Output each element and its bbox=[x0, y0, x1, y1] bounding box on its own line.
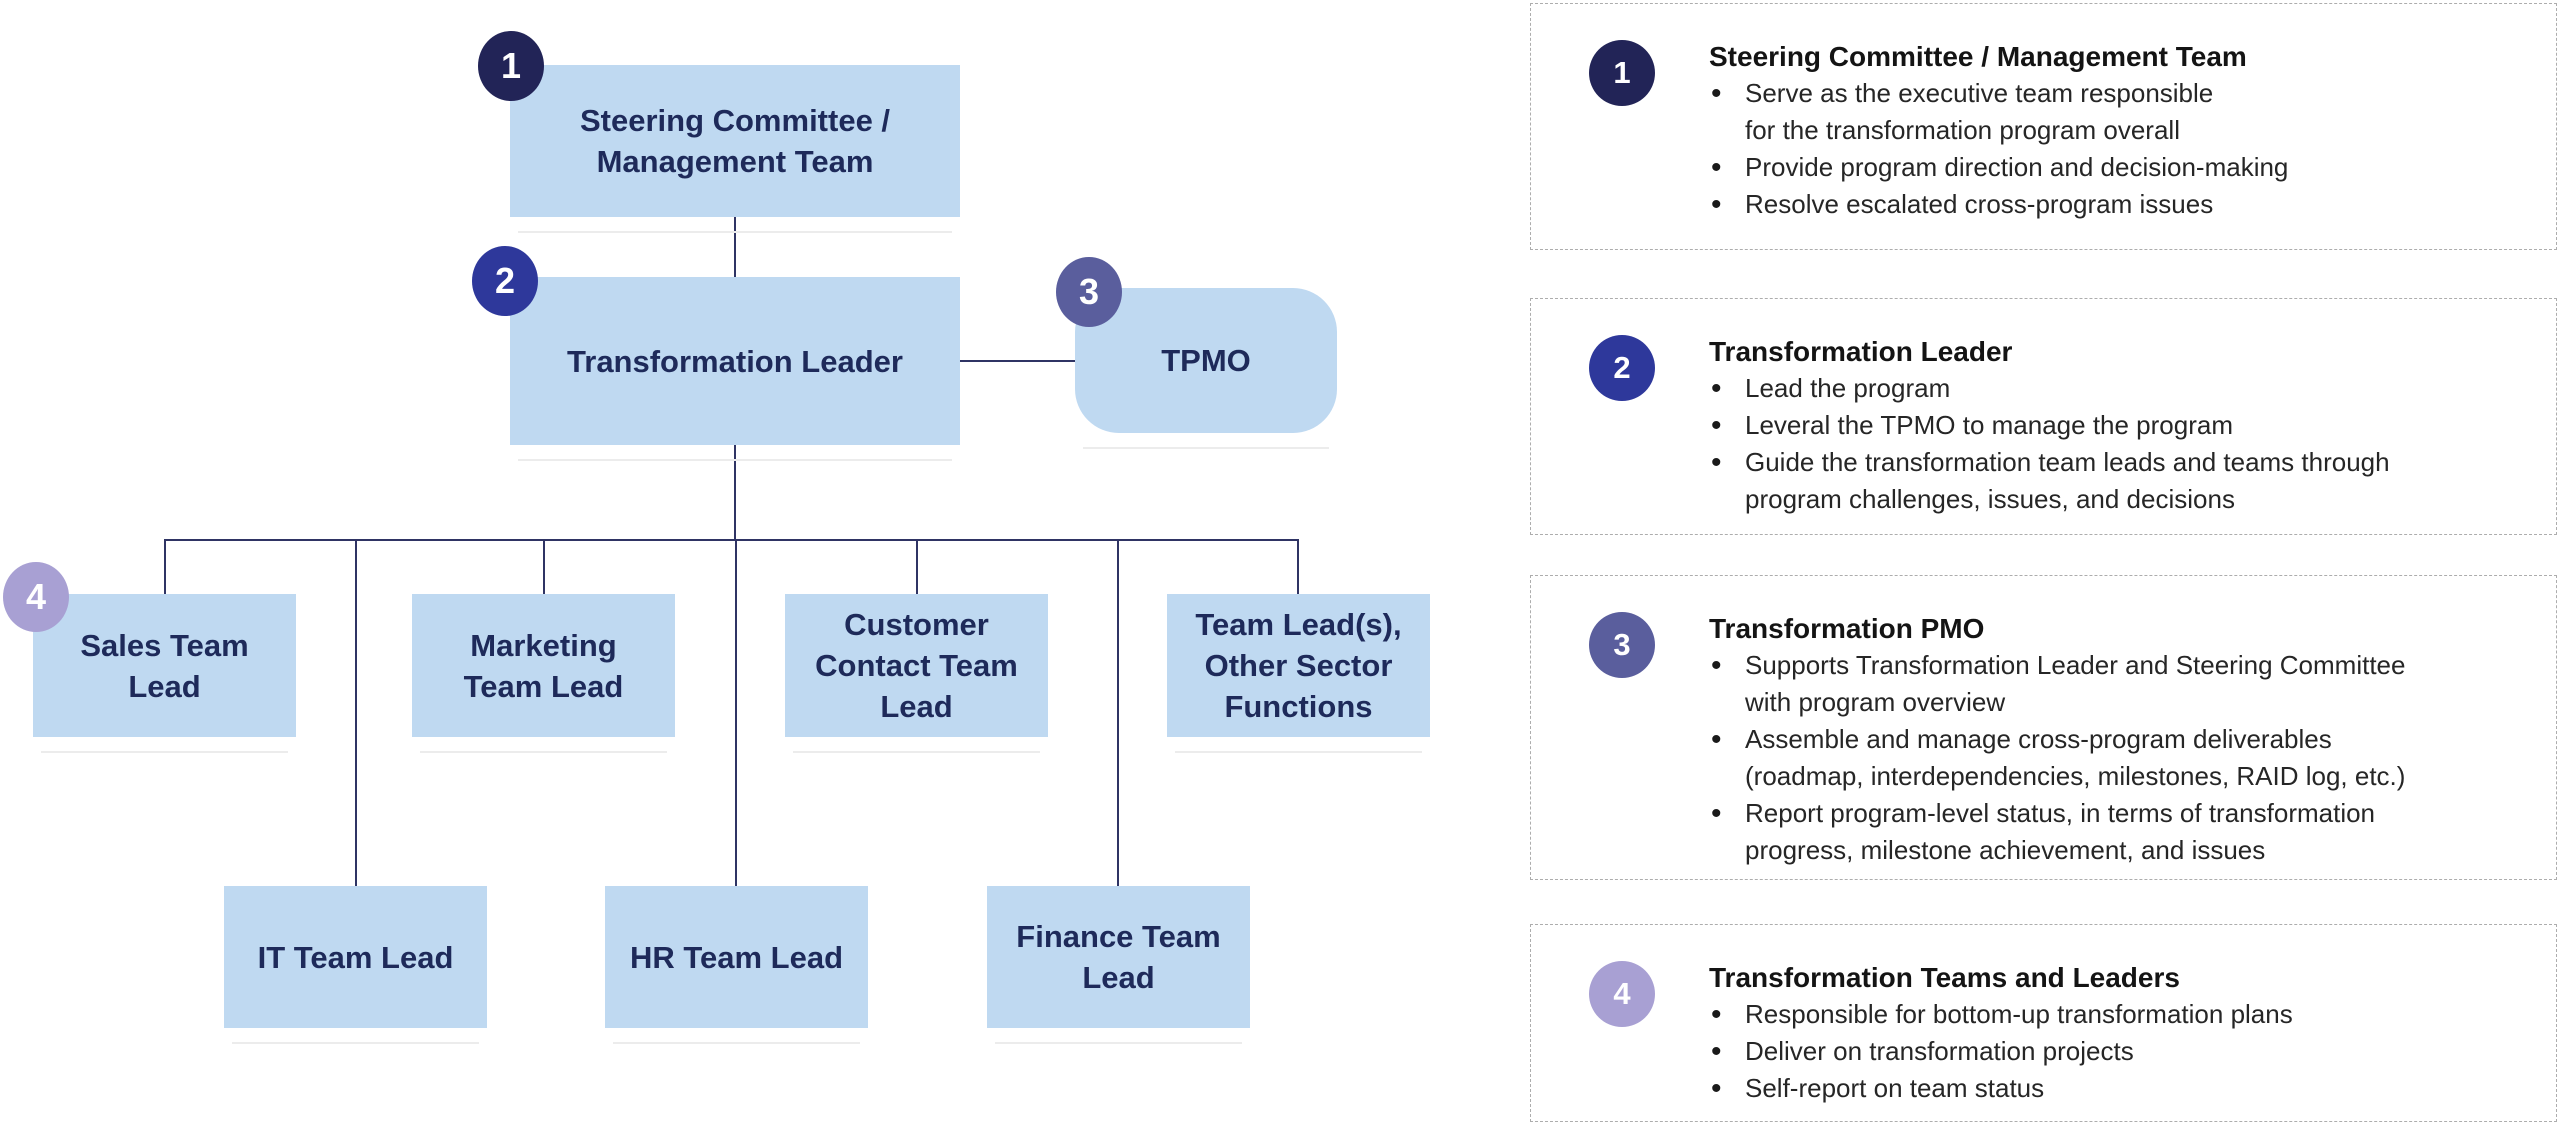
legend-bullet: Deliver on transformation projects bbox=[1709, 1033, 2293, 1070]
connector-drop-marketing bbox=[543, 539, 545, 595]
node-steering-committee: Steering Committee / Management Team bbox=[510, 65, 960, 233]
node-hr-team-lead-label: HR Team Lead bbox=[629, 939, 844, 975]
diagram-badge-1: 1 bbox=[478, 31, 544, 101]
legend-bullet: Supports Transformation Leader and Steer… bbox=[1709, 647, 2405, 721]
legend-bullet: Guide the transformation team leads and … bbox=[1709, 444, 2390, 518]
connector-leader-to-tpmo bbox=[960, 360, 1075, 362]
legend-bullet: Leveral the TPMO to manage the program bbox=[1709, 407, 2390, 444]
legend-badge-3: 3 bbox=[1589, 612, 1655, 678]
legend-bullet: Self-report on team status bbox=[1709, 1070, 2293, 1107]
legend-bullet: Assemble and manage cross-program delive… bbox=[1709, 721, 2405, 795]
legend-card-transformation-pmo: 3 Transformation PMO Supports Transforma… bbox=[1530, 575, 2557, 880]
node-it-team-lead-label: IT Team Lead bbox=[257, 939, 454, 975]
legend-card-title: Transformation Leader bbox=[1709, 336, 2013, 367]
connector-leader-to-bus bbox=[734, 445, 736, 540]
connector-drop-it bbox=[355, 539, 357, 887]
node-hr-team-lead: HR Team Lead bbox=[605, 886, 868, 1044]
connector-drop-customer bbox=[916, 539, 918, 595]
legend-card-body: Transformation Teams and Leaders Respons… bbox=[1709, 959, 2293, 1107]
node-tpmo: TPMO bbox=[1075, 288, 1337, 449]
connector-drop-other bbox=[1297, 539, 1299, 595]
connector-drop-finance bbox=[1117, 539, 1119, 887]
node-finance-team-lead-label: Finance Team Lead bbox=[1016, 919, 1221, 995]
legend-bullet: Serve as the executive team responsible … bbox=[1709, 75, 2288, 149]
legend-card-body: Transformation PMO Supports Transformati… bbox=[1709, 610, 2405, 869]
legend-bullet-list: Serve as the executive team responsible … bbox=[1709, 75, 2288, 223]
node-steering-committee-label: Steering Committee / Management Team bbox=[579, 103, 891, 179]
legend-badge-4: 4 bbox=[1589, 961, 1655, 1027]
node-finance-team-lead: Finance Team Lead bbox=[987, 886, 1250, 1044]
connector-bus bbox=[164, 539, 1299, 541]
legend-card-title: Transformation PMO bbox=[1709, 613, 1985, 644]
legend-card-body: Transformation Leader Lead the program L… bbox=[1709, 333, 2390, 518]
node-other-sector-team-leads-label: Team Lead(s), Other Sector Functions bbox=[1195, 607, 1402, 724]
legend-bullet: Report program-level status, in terms of… bbox=[1709, 795, 2405, 869]
node-transformation-leader-label: Transformation Leader bbox=[567, 343, 903, 379]
legend-badge-2: 2 bbox=[1589, 335, 1655, 401]
node-sales-team-lead: Sales Team Lead bbox=[33, 594, 296, 753]
diagram-badge-3: 3 bbox=[1056, 257, 1122, 327]
node-it-team-lead: IT Team Lead bbox=[224, 886, 487, 1044]
node-customer-contact-team-lead: Customer Contact Team Lead bbox=[785, 594, 1048, 753]
legend-bullet: Resolve escalated cross-program issues bbox=[1709, 186, 2288, 223]
diagram-badge-2: 2 bbox=[472, 246, 538, 316]
connector-steering-to-leader bbox=[734, 217, 736, 277]
node-other-sector-team-leads: Team Lead(s), Other Sector Functions bbox=[1167, 594, 1430, 753]
legend-card-body: Steering Committee / Management Team Ser… bbox=[1709, 38, 2288, 223]
connector-drop-hr bbox=[735, 539, 737, 887]
node-marketing-team-lead-label: Marketing Team Lead bbox=[463, 627, 624, 704]
node-customer-contact-team-lead-label: Customer Contact Team Lead bbox=[815, 607, 1018, 724]
node-sales-team-lead-label: Sales Team Lead bbox=[80, 627, 249, 704]
legend-bullet-list: Supports Transformation Leader and Steer… bbox=[1709, 647, 2405, 869]
node-marketing-team-lead: Marketing Team Lead bbox=[412, 594, 675, 753]
legend-bullet: Responsible for bottom-up transformation… bbox=[1709, 996, 2293, 1033]
legend-bullet-list: Lead the program Leveral the TPMO to man… bbox=[1709, 370, 2390, 518]
node-tpmo-label: TPMO bbox=[1161, 343, 1251, 378]
connector-drop-sales bbox=[164, 539, 166, 595]
legend-card-transformation-leader: 2 Transformation Leader Lead the program… bbox=[1530, 298, 2557, 535]
legend-card-transformation-teams: 4 Transformation Teams and Leaders Respo… bbox=[1530, 924, 2557, 1122]
legend-card-title: Steering Committee / Management Team bbox=[1709, 41, 2247, 72]
diagram-badge-4: 4 bbox=[3, 562, 69, 632]
node-transformation-leader: Transformation Leader bbox=[510, 277, 960, 461]
legend-card-title: Transformation Teams and Leaders bbox=[1709, 962, 2180, 993]
legend-card-steering-committee: 1 Steering Committee / Management Team S… bbox=[1530, 3, 2557, 250]
legend-bullet-list: Responsible for bottom-up transformation… bbox=[1709, 996, 2293, 1107]
legend-bullet: Lead the program bbox=[1709, 370, 2390, 407]
legend-badge-1: 1 bbox=[1589, 40, 1655, 106]
legend-bullet: Provide program direction and decision-m… bbox=[1709, 149, 2288, 186]
